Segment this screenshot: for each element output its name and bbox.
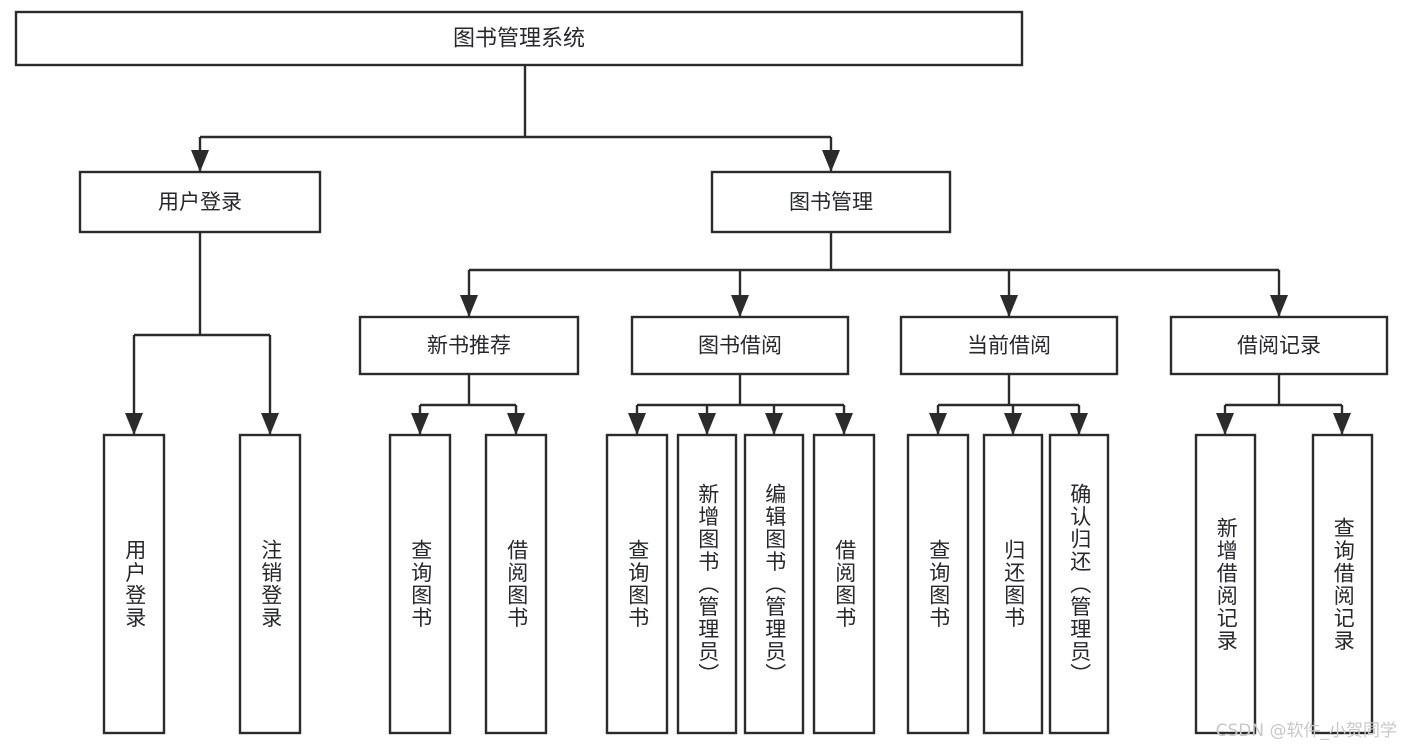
level2-node-1-label: 图书管理	[789, 190, 873, 214]
leaf-node-12-rect[interactable]	[1311, 433, 1374, 735]
level2-node-1[interactable]: 图书管理	[710, 170, 952, 234]
level3-node-3-rect[interactable]	[1169, 315, 1389, 376]
level3-node-1-rect[interactable]	[630, 315, 850, 376]
book-mgmt-to-level3-arrow-1	[731, 295, 749, 317]
leaf-node-8[interactable]	[906, 433, 970, 735]
level2-node-0[interactable]: 用户登录	[78, 170, 322, 234]
book-mgmt-to-level3-arrow-2	[1000, 295, 1018, 317]
level3-0-to-leaves-arrow-1	[507, 413, 525, 435]
book-mgmt-to-level3-arrow-0	[460, 295, 478, 317]
root-node-book-management-system[interactable]: 图书管理系统	[14, 10, 1024, 67]
level3-0-to-leaves-arrow-0	[411, 413, 429, 435]
level3-2-to-leaves-arrow-1	[1004, 413, 1022, 435]
connector-layer	[125, 65, 1351, 435]
leaf-node-12[interactable]	[1311, 433, 1374, 735]
user-login-to-leaves-arrow-0	[125, 413, 143, 435]
book-mgmt-to-level3-arrow-3	[1270, 295, 1288, 317]
user-login-to-leaves-arrow-1	[261, 413, 279, 435]
level3-2-to-leaves-arrow-0	[929, 413, 947, 435]
leaf-node-5-rect[interactable]	[676, 433, 738, 735]
level2-node-0-label: 用户登录	[158, 190, 242, 214]
level3-1-to-leaves-arrow-1	[698, 413, 716, 435]
leaf-node-10-rect[interactable]	[1048, 433, 1110, 735]
level3-2-to-leaves-arrow-2	[1070, 413, 1088, 435]
level3-node-0-rect[interactable]	[358, 315, 580, 376]
root-to-level2-arrow-0	[191, 150, 209, 172]
leaf-node-3-rect[interactable]	[484, 433, 548, 735]
root-node-book-management-system-label: 图书管理系统	[453, 27, 585, 52]
leaf-node-2[interactable]	[388, 433, 452, 735]
leaf-node-4-rect[interactable]	[605, 433, 669, 735]
level2-node-1-rect[interactable]	[710, 170, 952, 234]
leaf-node-3[interactable]	[484, 433, 548, 735]
root-to-level2-arrow-1	[822, 150, 840, 172]
level3-1-to-leaves-arrow-3	[835, 413, 853, 435]
level3-node-2-rect[interactable]	[899, 315, 1119, 376]
leaf-node-9[interactable]	[982, 433, 1044, 735]
level3-1-to-leaves-arrow-2	[765, 413, 783, 435]
leaf-node-7[interactable]	[812, 433, 876, 735]
leaf-node-8-rect[interactable]	[906, 433, 970, 735]
leaf-node-5[interactable]	[676, 433, 738, 735]
level3-node-3-label: 借阅记录	[1237, 334, 1321, 358]
level3-node-1-label: 图书借阅	[698, 334, 782, 358]
root-node-book-management-system-rect[interactable]	[14, 10, 1024, 67]
leaf-node-2-rect[interactable]	[388, 433, 452, 735]
level3-node-0[interactable]: 新书推荐	[358, 315, 580, 376]
level3-node-1[interactable]: 图书借阅	[630, 315, 850, 376]
leaf-node-1-rect[interactable]	[238, 433, 302, 735]
leaf-node-1[interactable]	[238, 433, 302, 735]
leaf-node-4[interactable]	[605, 433, 669, 735]
leaf-node-9-rect[interactable]	[982, 433, 1044, 735]
level3-3-to-leaves-arrow-1	[1333, 413, 1351, 435]
leaf-node-11-rect[interactable]	[1194, 433, 1257, 735]
leaf-node-6[interactable]	[743, 433, 805, 735]
leaf-node-7-rect[interactable]	[812, 433, 876, 735]
leaf-node-6-rect[interactable]	[743, 433, 805, 735]
leaf-node-0[interactable]	[102, 433, 166, 735]
level3-1-to-leaves-arrow-0	[628, 413, 646, 435]
level3-node-0-label: 新书推荐	[427, 334, 511, 358]
level3-node-2-label: 当前借阅	[967, 334, 1051, 358]
level3-node-3[interactable]: 借阅记录	[1169, 315, 1389, 376]
leaf-node-11[interactable]	[1194, 433, 1257, 735]
level3-3-to-leaves-arrow-0	[1216, 413, 1234, 435]
leaf-node-0-rect[interactable]	[102, 433, 166, 735]
level3-node-2[interactable]: 当前借阅	[899, 315, 1119, 376]
level2-node-0-rect[interactable]	[78, 170, 322, 234]
leaf-node-10[interactable]	[1048, 433, 1110, 735]
